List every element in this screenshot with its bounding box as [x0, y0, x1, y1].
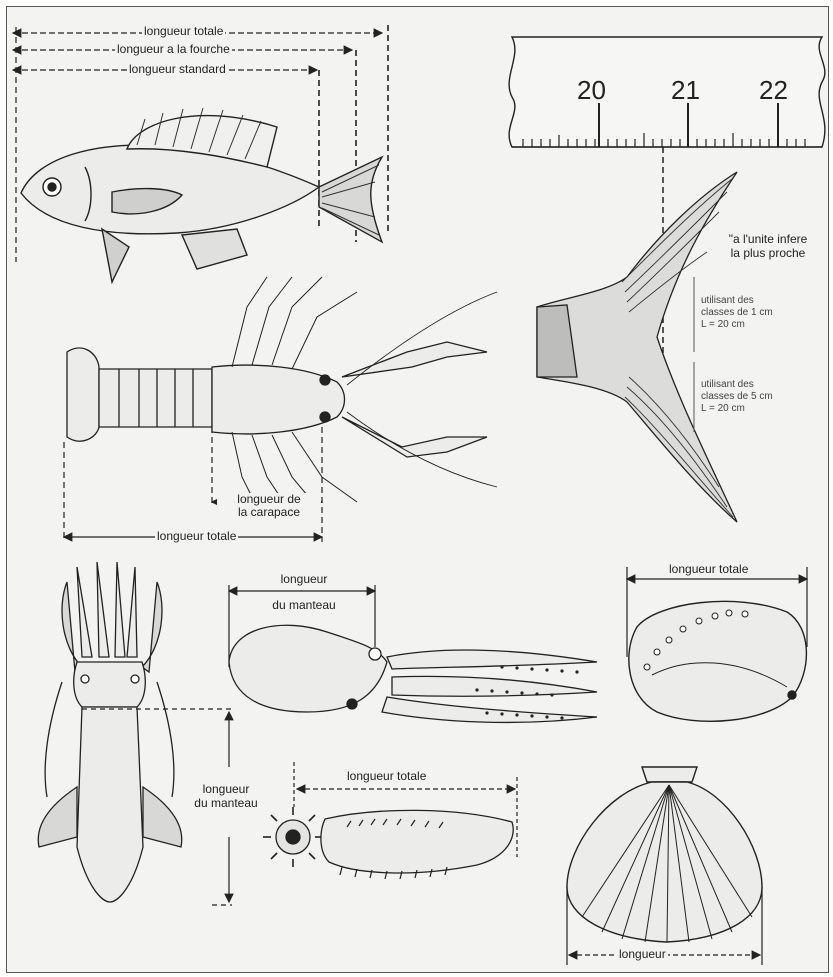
- ruler-box1-line2: classes de 1 cm: [699, 307, 775, 318]
- lobster-total-length-label: longueur totale: [155, 530, 238, 543]
- ruler-box2-line1: utilisant des: [699, 379, 756, 390]
- lobster-carapace-label-line2: la carapace: [217, 506, 321, 519]
- squid-mantle-label-line2: du manteau: [179, 797, 273, 810]
- octopus-mantle-label-line1: longueur: [252, 573, 356, 586]
- fish-drawing: [21, 108, 382, 282]
- abalone-drawing: [629, 601, 807, 721]
- ruler-box1-line3: L = 20 cm: [699, 319, 747, 330]
- ruler-tick-21: 21: [671, 75, 700, 106]
- fish-standard-length-label: longueur standard: [127, 63, 228, 76]
- scallop-drawing: [567, 767, 762, 942]
- tail-fin-drawing: [537, 172, 737, 522]
- ruler-note-line2: la plus proche: [711, 247, 825, 260]
- ruler-note-line1: "a l'unite infere: [711, 233, 825, 246]
- fish-fork-length-label: longueur a la fourche: [115, 43, 232, 56]
- ruler-box1-line1: utilisant des: [699, 295, 756, 306]
- abalone-total-length-label: longueur totale: [667, 563, 750, 576]
- ruler-tick-20: 20: [577, 75, 606, 106]
- octopus-drawing: [229, 625, 597, 722]
- scallop-length-label: longueur: [617, 948, 668, 961]
- diagram-frame: longueur totale longueur a la fourche lo…: [6, 6, 829, 973]
- sea-cucumber-drawing: [263, 807, 513, 879]
- sea-cucumber-total-length-label: longueur totale: [345, 770, 428, 783]
- fish-total-length-label: longueur totale: [142, 25, 225, 38]
- ruler-box2-line2: classes de 5 cm: [699, 391, 775, 402]
- ruler-tick-22: 22: [759, 75, 788, 106]
- ruler-box2-line3: L = 20 cm: [699, 403, 747, 414]
- squid-drawing: [38, 562, 181, 902]
- lobster-drawing: [67, 277, 497, 507]
- octopus-mantle-label-line2: du manteau: [252, 599, 356, 612]
- squid-mantle-label-line1: longueur: [179, 783, 273, 796]
- illustration-canvas: [7, 7, 828, 972]
